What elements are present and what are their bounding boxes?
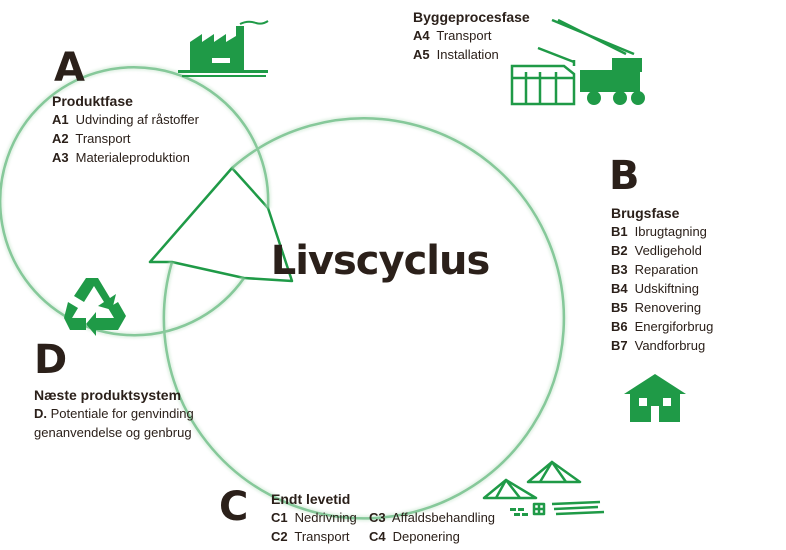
phase-d-block: Næste produktsystem D. Potentiale for ge…: [34, 386, 194, 442]
phase-a45-title: Byggeprocesfase: [413, 9, 530, 25]
house-icon: [624, 374, 686, 422]
phase-d-title: Næste produktsystem: [34, 387, 182, 403]
list-item: D. Potentiale for genvinding: [34, 406, 194, 421]
phase-c-letter: C: [219, 484, 249, 530]
demolition-icon: [482, 460, 605, 516]
crane-truck-icon: [510, 18, 645, 106]
list-item: A4 Transport: [413, 28, 492, 43]
list-item: A2 Transport: [52, 131, 131, 146]
phase-c-block: Endt levetid C1 Nedrivning C2 Transport …: [271, 490, 495, 546]
list-item: A5 Installation: [413, 47, 499, 62]
phase-c-title: Endt levetid: [271, 491, 351, 507]
list-item: C1 Nedrivning: [271, 510, 357, 525]
phase-d-letter: D: [34, 337, 68, 383]
list-item: B2 Vedligehold: [611, 243, 702, 258]
list-item: B6 Energiforbrug: [611, 319, 714, 334]
list-item: B5 Renovering: [611, 300, 702, 315]
phase-b-block: Brugsfase B1 Ibrugtagning B2 Vedligehold…: [611, 204, 713, 355]
list-item: A1 Udvinding af råstoffer: [52, 112, 199, 127]
center-title: Livscyclus: [270, 238, 491, 284]
factory-icon: [178, 20, 269, 77]
phase-a-block: Produktfase A1 Udvinding af råstoffer A2…: [52, 92, 199, 167]
list-item: B7 Vandforbrug: [611, 338, 706, 353]
list-item: C4 Deponering: [369, 529, 460, 544]
phase-b-letter: B: [609, 153, 640, 199]
list-item: C3 Affaldsbehandling: [369, 510, 496, 525]
list-item: genanvendelse og genbrug: [34, 425, 192, 440]
list-item: A3 Materialeproduktion: [52, 150, 190, 165]
phase-a45-block: Byggeprocesfase A4 Transport A5 Installa…: [413, 8, 530, 64]
list-item: C2 Transport: [271, 529, 350, 544]
list-item: B4 Udskiftning: [611, 281, 699, 296]
list-item: B1 Ibrugtagning: [611, 224, 707, 239]
phase-a-letter: A: [54, 45, 85, 91]
list-item: B3 Reparation: [611, 262, 699, 277]
recycle-icon: [64, 278, 126, 336]
phase-b-title: Brugsfase: [611, 205, 680, 221]
phase-a-title: Produktfase: [52, 93, 133, 109]
